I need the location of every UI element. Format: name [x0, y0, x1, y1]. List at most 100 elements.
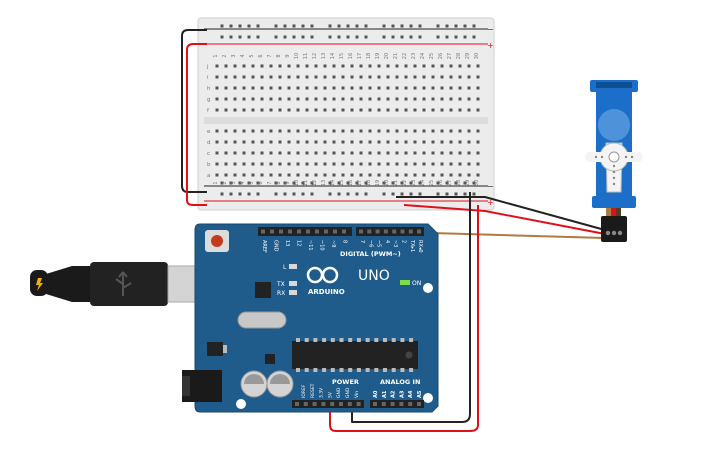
breadboard-hole[interactable]: [332, 75, 336, 79]
breadboard-hole[interactable]: [323, 86, 327, 90]
breadboard-hole[interactable]: [404, 75, 408, 79]
rail-hole[interactable]: [472, 192, 476, 196]
breadboard-hole[interactable]: [332, 162, 336, 166]
breadboard-hole[interactable]: [386, 108, 390, 112]
rail-hole[interactable]: [472, 35, 476, 39]
breadboard-hole[interactable]: [224, 140, 228, 144]
breadboard-hole[interactable]: [413, 162, 417, 166]
breadboard-hole[interactable]: [260, 173, 264, 177]
breadboard-hole[interactable]: [476, 97, 480, 101]
digital-header-left[interactable]: [258, 227, 352, 236]
breadboard-hole[interactable]: [251, 140, 255, 144]
rail-hole[interactable]: [292, 24, 296, 28]
breadboard-hole[interactable]: [305, 64, 309, 68]
rail-hole[interactable]: [391, 181, 395, 185]
breadboard-hole[interactable]: [233, 129, 237, 133]
breadboard-hole[interactable]: [368, 97, 372, 101]
rail-hole[interactable]: [472, 24, 476, 28]
breadboard-hole[interactable]: [242, 173, 246, 177]
breadboard-hole[interactable]: [458, 151, 462, 155]
rail-hole[interactable]: [256, 181, 260, 185]
reset-button-cap[interactable]: [211, 235, 223, 247]
breadboard-hole[interactable]: [215, 140, 219, 144]
breadboard-hole[interactable]: [404, 162, 408, 166]
breadboard-hole[interactable]: [404, 151, 408, 155]
breadboard-hole[interactable]: [314, 86, 318, 90]
rail-hole[interactable]: [220, 24, 224, 28]
breadboard-hole[interactable]: [260, 97, 264, 101]
rail-hole[interactable]: [445, 24, 449, 28]
breadboard-hole[interactable]: [242, 97, 246, 101]
rail-hole[interactable]: [355, 24, 359, 28]
rail-hole[interactable]: [418, 24, 422, 28]
breadboard-hole[interactable]: [314, 75, 318, 79]
breadboard-hole[interactable]: [386, 64, 390, 68]
breadboard-hole[interactable]: [368, 151, 372, 155]
rail-hole[interactable]: [220, 181, 224, 185]
breadboard-hole[interactable]: [413, 173, 417, 177]
rail-hole[interactable]: [238, 35, 242, 39]
breadboard-hole[interactable]: [395, 129, 399, 133]
breadboard-hole[interactable]: [251, 108, 255, 112]
rail-hole[interactable]: [229, 181, 233, 185]
rail-hole[interactable]: [292, 35, 296, 39]
servo-motor[interactable]: [585, 80, 643, 242]
breadboard-hole[interactable]: [359, 151, 363, 155]
wire-power-rail-jumper[interactable]: [186, 43, 207, 206]
rail-hole[interactable]: [229, 192, 233, 196]
breadboard-hole[interactable]: [386, 97, 390, 101]
breadboard-hole[interactable]: [467, 108, 471, 112]
breadboard-hole[interactable]: [422, 86, 426, 90]
breadboard-hole[interactable]: [377, 64, 381, 68]
breadboard-hole[interactable]: [368, 75, 372, 79]
rail-hole[interactable]: [391, 192, 395, 196]
breadboard-hole[interactable]: [431, 75, 435, 79]
breadboard-hole[interactable]: [404, 86, 408, 90]
breadboard-hole[interactable]: [314, 108, 318, 112]
breadboard-hole[interactable]: [323, 173, 327, 177]
breadboard-hole[interactable]: [341, 129, 345, 133]
breadboard-hole[interactable]: [269, 75, 273, 79]
breadboard-hole[interactable]: [359, 86, 363, 90]
breadboard-hole[interactable]: [314, 151, 318, 155]
breadboard-hole[interactable]: [440, 97, 444, 101]
breadboard-hole[interactable]: [476, 129, 480, 133]
breadboard-hole[interactable]: [359, 173, 363, 177]
breadboard-hole[interactable]: [305, 173, 309, 177]
rail-hole[interactable]: [400, 181, 404, 185]
breadboard-hole[interactable]: [386, 86, 390, 90]
rail-hole[interactable]: [238, 192, 242, 196]
rail-hole[interactable]: [436, 181, 440, 185]
breadboard-hole[interactable]: [386, 75, 390, 79]
breadboard-hole[interactable]: [422, 151, 426, 155]
breadboard-hole[interactable]: [440, 86, 444, 90]
rail-hole[interactable]: [283, 35, 287, 39]
breadboard-hole[interactable]: [476, 75, 480, 79]
breadboard-hole[interactable]: [359, 129, 363, 133]
breadboard-hole[interactable]: [278, 129, 282, 133]
rail-hole[interactable]: [247, 24, 251, 28]
breadboard-hole[interactable]: [260, 151, 264, 155]
breadboard-hole[interactable]: [233, 151, 237, 155]
breadboard-hole[interactable]: [467, 162, 471, 166]
breadboard-hole[interactable]: [386, 151, 390, 155]
breadboard-hole[interactable]: [413, 151, 417, 155]
rail-hole[interactable]: [355, 192, 359, 196]
breadboard-hole[interactable]: [314, 97, 318, 101]
breadboard-hole[interactable]: [305, 129, 309, 133]
breadboard-hole[interactable]: [404, 129, 408, 133]
rail-hole[interactable]: [328, 181, 332, 185]
breadboard-hole[interactable]: [278, 108, 282, 112]
breadboard-hole[interactable]: [395, 140, 399, 144]
breadboard-hole[interactable]: [278, 140, 282, 144]
breadboard-hole[interactable]: [269, 129, 273, 133]
breadboard-hole[interactable]: [269, 97, 273, 101]
breadboard-hole[interactable]: [341, 97, 345, 101]
wire-arduino-gnd[interactable]: [351, 192, 471, 423]
breadboard-hole[interactable]: [287, 151, 291, 155]
breadboard-hole[interactable]: [323, 162, 327, 166]
breadboard-hole[interactable]: [440, 151, 444, 155]
breadboard-hole[interactable]: [260, 108, 264, 112]
breadboard-hole[interactable]: [287, 129, 291, 133]
breadboard-hole[interactable]: [431, 86, 435, 90]
